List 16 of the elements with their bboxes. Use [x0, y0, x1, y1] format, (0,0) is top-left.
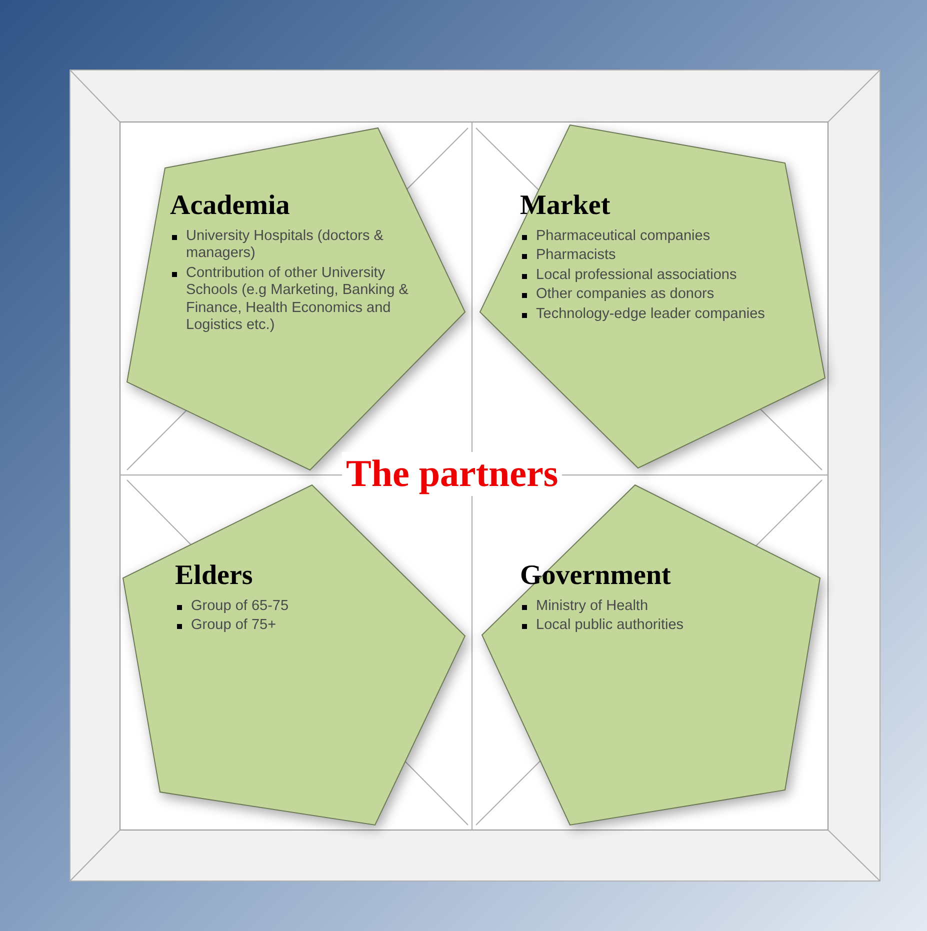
bullet-item: Technology-edge leader companies [536, 306, 765, 323]
heading: Academia [170, 190, 290, 222]
bullet-item: Group of 65-75 [191, 598, 289, 616]
bullet-item: Group of 75+ [191, 617, 276, 635]
heading: Government [520, 560, 671, 592]
bullet-item: Pharmacists [536, 247, 616, 265]
bullet-item: Other companies as donors [536, 286, 714, 304]
bullet-item: Pharmaceutical companies [536, 228, 710, 246]
bullet-item: Local professional associations [536, 266, 737, 284]
bullet-item: University Hospitals (doctors & managers) [186, 228, 384, 263]
bullet-item: Contribution of other University Schools (e.g Marketing, Banking & Finance, Health Economics and Logistics etc.) [186, 264, 410, 334]
title: The partners [342, 452, 562, 496]
bullet-item: Local public authorities [536, 617, 684, 635]
heading: Elders [175, 560, 253, 592]
bullet-item: Ministry of Health [536, 598, 648, 616]
heading: Market [520, 190, 610, 222]
